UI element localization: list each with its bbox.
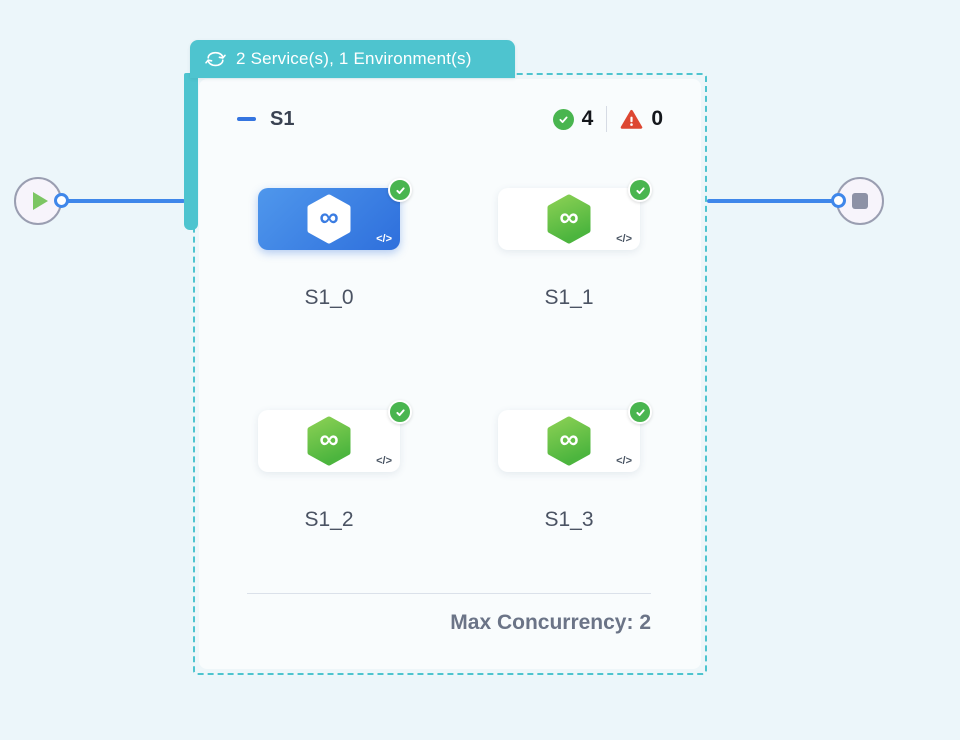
infinity-glyph: ∞ xyxy=(319,424,339,454)
edge-start-to-group xyxy=(60,199,185,203)
environment-group-node[interactable]: 2 Service(s), 1 Environment(s) S1 4 xyxy=(184,40,707,675)
service-name: S1_1 xyxy=(544,286,594,309)
service-success-badge-icon xyxy=(388,178,412,202)
service-success-badge-icon xyxy=(388,400,412,424)
service-hexagon-icon: ∞ xyxy=(306,194,352,244)
sync-icon xyxy=(205,51,226,67)
service-card[interactable]: ∞ </> xyxy=(498,400,652,472)
count-divider xyxy=(606,106,608,132)
error-count: 0 xyxy=(651,107,663,130)
code-icon: </> xyxy=(616,455,632,467)
infinity-glyph: ∞ xyxy=(319,202,339,232)
service-card[interactable]: ∞ </> xyxy=(498,178,652,250)
collapse-toggle-icon[interactable] xyxy=(237,117,256,121)
service-card[interactable]: ∞ </> xyxy=(258,400,412,472)
edge-group-to-end xyxy=(707,199,839,203)
play-icon xyxy=(33,192,48,210)
group-title: S1 xyxy=(270,107,295,130)
code-icon: </> xyxy=(376,455,392,467)
service-name: S1_2 xyxy=(304,508,354,531)
group-inner-sheet xyxy=(199,79,701,669)
service-grid: ∞ </> S1_0 ∞ </> xyxy=(258,178,652,532)
warning-icon xyxy=(620,109,643,130)
success-status-icon xyxy=(552,108,574,130)
group-header: S1 4 0 xyxy=(237,97,663,141)
success-count: 4 xyxy=(581,107,594,130)
service-success-badge-icon xyxy=(628,178,652,202)
connector-handle-end[interactable] xyxy=(831,193,846,208)
stop-icon xyxy=(852,193,868,209)
footer-divider xyxy=(247,593,651,594)
service-success-badge-icon xyxy=(628,400,652,424)
service-name: S1_0 xyxy=(304,286,354,309)
infinity-glyph: ∞ xyxy=(559,424,579,454)
group-left-connector-bar xyxy=(184,73,198,230)
connector-handle-start[interactable] xyxy=(54,193,69,208)
code-icon: </> xyxy=(376,233,392,245)
service-hexagon-icon: ∞ xyxy=(546,416,592,466)
service-hexagon-icon: ∞ xyxy=(546,194,592,244)
service-hexagon-icon: ∞ xyxy=(306,416,352,466)
group-header-badge[interactable]: 2 Service(s), 1 Environment(s) xyxy=(190,40,515,78)
service-name: S1_3 xyxy=(544,508,594,531)
infinity-glyph: ∞ xyxy=(559,202,579,232)
code-icon: </> xyxy=(616,233,632,245)
max-concurrency-label: Max Concurrency: 2 xyxy=(450,611,651,634)
group-badge-label: 2 Service(s), 1 Environment(s) xyxy=(236,49,472,68)
service-card[interactable]: ∞ </> xyxy=(258,178,412,250)
